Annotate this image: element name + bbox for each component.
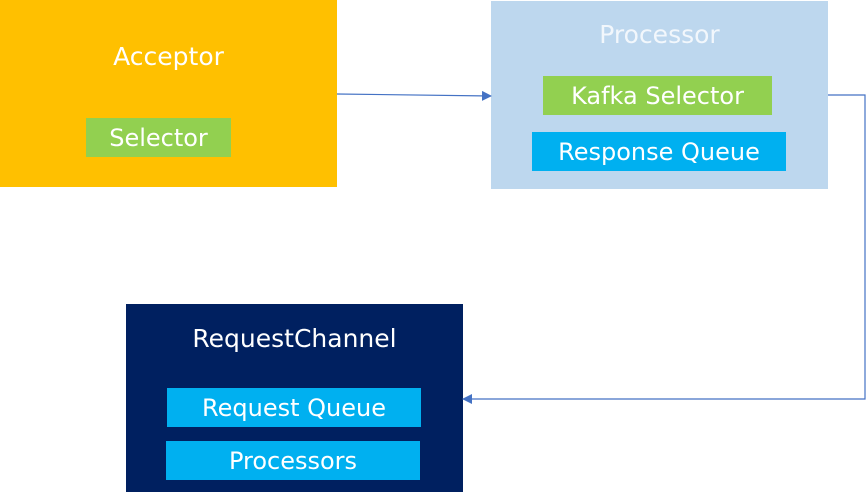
acceptor-box: Acceptor Selector bbox=[0, 0, 337, 187]
arrow-processor-to-request-channel bbox=[462, 94, 866, 404]
processor-box: Processor Kafka Selector Response Queue bbox=[491, 1, 828, 189]
request-channel-box: RequestChannel Request Queue Processors bbox=[126, 304, 463, 492]
kafka-selector: Kafka Selector bbox=[543, 76, 772, 115]
response-queue: Response Queue bbox=[532, 132, 786, 171]
acceptor-title: Acceptor bbox=[113, 42, 224, 71]
request-queue: Request Queue bbox=[167, 388, 421, 427]
processors: Processors bbox=[166, 441, 420, 480]
acceptor-selector: Selector bbox=[86, 118, 231, 157]
request-channel-title: RequestChannel bbox=[192, 324, 397, 353]
processor-title: Processor bbox=[599, 20, 720, 49]
arrow-acceptor-to-processor bbox=[336, 90, 492, 101]
